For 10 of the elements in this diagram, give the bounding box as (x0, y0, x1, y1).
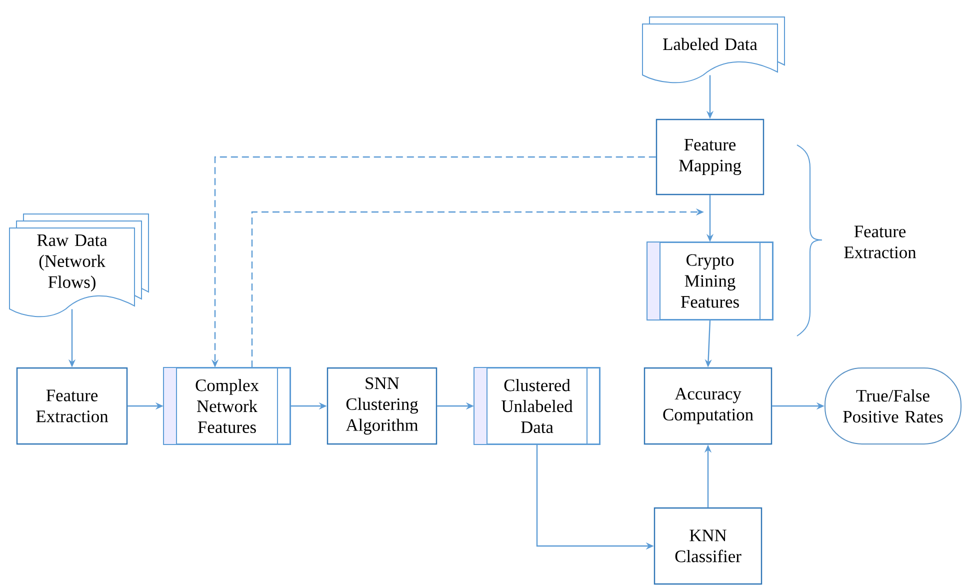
process-box: Feature Mapping (656, 118, 764, 196)
process-box: Accuracy Computation (644, 367, 772, 445)
predefined-process-box: Clustered Unlabeled Data (474, 367, 600, 445)
process-box: Feature Extraction (16, 367, 128, 445)
process-box: SNN Clustering Algorithm (326, 367, 438, 445)
document-stack: Raw Data (Network Flows) (9, 214, 149, 318)
process-box: KNN Classifier (654, 507, 762, 585)
predefined-process-box: Complex Network Features (163, 367, 291, 445)
predefined-process-box: Crypto Mining Features (646, 242, 774, 320)
group-label: Feature Extraction (844, 226, 916, 258)
